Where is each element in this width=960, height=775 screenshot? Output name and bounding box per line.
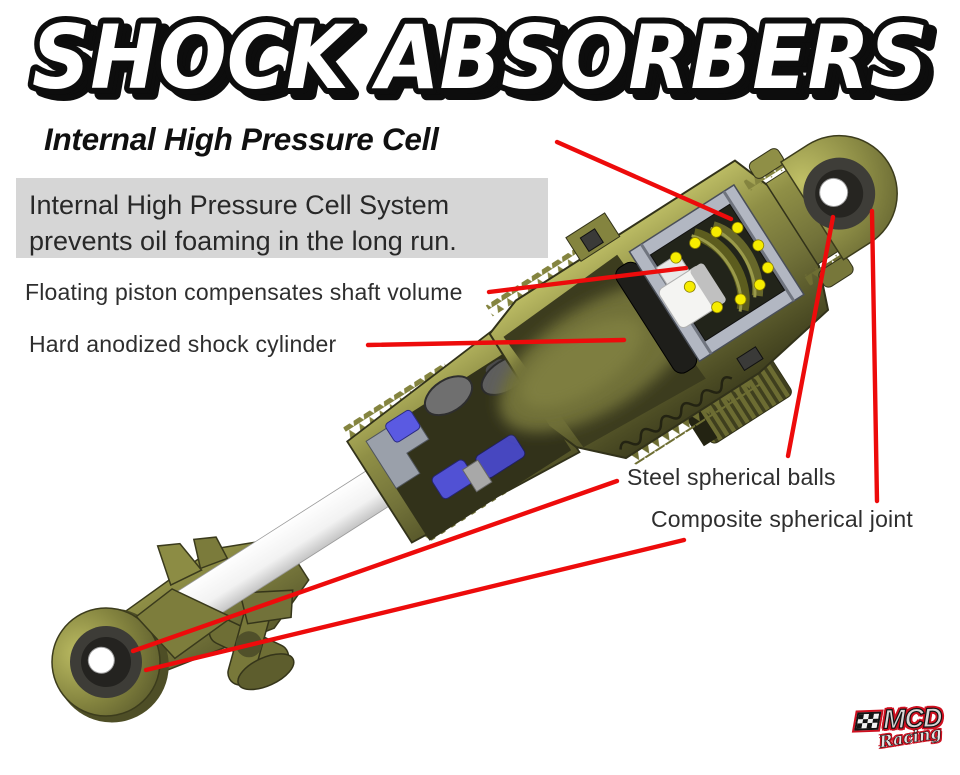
- callout-floating-piston: Floating piston compensates shaft volume: [25, 279, 463, 305]
- leader-composite-joint-upper: [869, 208, 880, 504]
- checkered-flag-icon: [854, 711, 882, 730]
- lower-eyelet: [51, 607, 169, 723]
- leader-steel-balls-upper: [785, 214, 836, 459]
- section-heading: Internal High Pressure Cell: [44, 121, 439, 157]
- leader-shock-cylinder: [365, 337, 627, 348]
- callout-composite-joint: Composite spherical joint: [651, 506, 913, 532]
- mcd-racing-logo: MCD Racing: [839, 702, 958, 752]
- leader-lines: [130, 139, 880, 673]
- internal-high-pressure-cell: [615, 183, 805, 374]
- info-box-line1: Internal High Pressure Cell System: [29, 190, 450, 220]
- callout-shock-cylinder: Hard anodized shock cylinder: [29, 331, 337, 357]
- piston-bumper: [423, 375, 474, 417]
- bladder-dots: [670, 221, 774, 314]
- leader-floating-piston: [486, 265, 689, 295]
- upper-eyelet: [743, 134, 898, 288]
- leader-steel-balls-lower: [130, 478, 620, 654]
- info-box: Internal High Pressure Cell System preve…: [16, 178, 548, 258]
- page-title: SHOCK ABSORBERS: [32, 6, 928, 109]
- shock-absorber-assembly: [51, 134, 898, 723]
- callout-steel-balls: Steel spherical balls: [627, 464, 836, 490]
- shaft-seal-upper: [385, 409, 421, 443]
- leader-high-pressure-cell: [554, 139, 734, 222]
- leader-composite-joint-lower: [143, 537, 687, 673]
- info-box-line2: prevents oil foaming in the long run.: [29, 226, 457, 256]
- page-title-shadow: SHOCK ABSORBERS: [40, 12, 936, 115]
- title-banner: SHOCK ABSORBERS SHOCK ABSORBERS: [26, 0, 942, 118]
